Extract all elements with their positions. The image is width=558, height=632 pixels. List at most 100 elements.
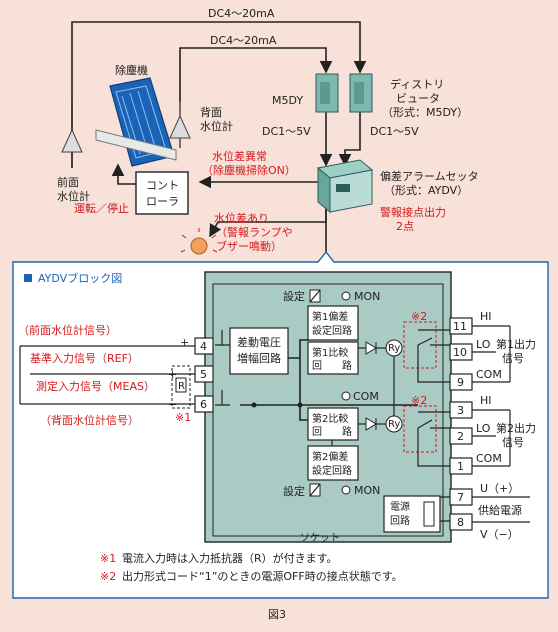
dc15-left-label: DC1～5V bbox=[262, 125, 311, 138]
relay1-label: Ry bbox=[388, 343, 400, 354]
terminal-3-label: 3 bbox=[457, 404, 464, 417]
back-gauge-label-1: 背面 bbox=[200, 105, 222, 119]
signal-line-mid bbox=[179, 47, 333, 102]
note1-mark: ※1 bbox=[100, 552, 116, 565]
controller-label-2: ローラ bbox=[146, 195, 179, 208]
out2-label-2: 信号 bbox=[502, 436, 524, 449]
input-wires bbox=[215, 330, 230, 406]
dev2-label-2: 設定回路 bbox=[312, 464, 352, 477]
back-gauge-illustration bbox=[169, 102, 191, 148]
distributor-label-1: ディストリ bbox=[390, 77, 444, 91]
cmp2-box bbox=[307, 407, 359, 441]
cmp2-label-2: 回 路 bbox=[312, 425, 352, 438]
setting1-label: 設定 bbox=[283, 289, 305, 303]
front-gauge-label-2: 水位計 bbox=[57, 189, 90, 203]
figure-caption: 図3 bbox=[268, 608, 286, 621]
out1-com: COM bbox=[476, 368, 502, 381]
run-stop-label: 運転／停止 bbox=[74, 201, 129, 215]
distributor-label-2: ビュータ bbox=[396, 92, 440, 105]
alarm-setter-unit bbox=[316, 159, 374, 214]
cmp1-label-2: 回 路 bbox=[312, 359, 352, 372]
contact-out-label-1: 警報接点出力 bbox=[380, 205, 446, 219]
minus-sign: − bbox=[168, 398, 177, 411]
dev1-label-1: 第1偏差 bbox=[312, 310, 348, 323]
output1-terminals: 11 10 9 bbox=[449, 317, 473, 391]
mon2-jack-icon bbox=[341, 485, 351, 495]
alarm-setter-label-1: 偏差アラームセッタ bbox=[380, 169, 479, 183]
signal-line-top bbox=[71, 21, 367, 168]
terminal-11-label: 11 bbox=[453, 320, 467, 333]
m5dy-unit-right bbox=[349, 73, 373, 113]
warning-lamp-icon bbox=[180, 228, 218, 255]
dev2-box bbox=[307, 445, 359, 481]
contact-out-label-2: 2点 bbox=[396, 220, 414, 233]
output2-terminals: 3 2 1 bbox=[449, 401, 473, 475]
note-mark2-contact2: ※2 bbox=[411, 394, 427, 407]
meas-signal-label: 測定入力信号（MEAS） bbox=[36, 379, 155, 393]
note1-text: 電流入力時は入力抵抗器（R）が付きます。 bbox=[122, 551, 338, 565]
terminal-10-label: 10 bbox=[453, 346, 467, 359]
out2-hi: HI bbox=[480, 394, 492, 407]
out2-lo: LO bbox=[476, 422, 491, 435]
terminal-7-label: 7 bbox=[457, 491, 464, 504]
terminal-4-label: 4 bbox=[200, 340, 207, 353]
title-square-icon bbox=[24, 274, 32, 282]
note-mark1: ※1 bbox=[175, 411, 191, 424]
contact2-switch bbox=[417, 411, 450, 467]
note-mark2-contact1: ※2 bbox=[411, 310, 427, 323]
dev2-label-1: 第2偏差 bbox=[312, 450, 348, 463]
signal-top-label: DC4～20mA bbox=[208, 7, 275, 20]
controller-label-1: コント bbox=[146, 179, 179, 192]
warn-label-1: 水位差あり bbox=[214, 211, 269, 225]
abnormal-label-1: 水位差異常 bbox=[212, 149, 267, 163]
power-label-1: 電源 bbox=[390, 500, 410, 513]
warn-label-2: （警報ランプや bbox=[216, 225, 293, 239]
terminal-2-label: 2 bbox=[457, 430, 464, 443]
distributor-label-3: （形式：M5DY） bbox=[382, 106, 468, 119]
dc15-line-right bbox=[338, 112, 361, 167]
mon2-label: MON bbox=[354, 484, 380, 497]
back-signal-label: （背面水位計信号） bbox=[40, 413, 139, 427]
contact2-frame bbox=[403, 405, 437, 453]
output1-wires bbox=[472, 325, 511, 383]
com-jack-icon bbox=[341, 391, 351, 401]
diff-amp-label-1: 差動電圧 bbox=[237, 335, 281, 349]
mon1-label: MON bbox=[354, 290, 380, 303]
contact1-switch bbox=[417, 329, 450, 383]
cmp2-label-1: 第2比較 bbox=[312, 412, 348, 425]
note2-text: 出力形式コード“1”のときの電源OFF時の接点状態です。 bbox=[122, 569, 403, 583]
resistor-label: R bbox=[178, 381, 185, 392]
diff-amp-box bbox=[229, 327, 289, 375]
input-signal-wires bbox=[19, 345, 195, 405]
cmp1-label-1: 第1比較 bbox=[312, 346, 348, 359]
out1-label-2: 信号 bbox=[502, 352, 524, 365]
signal-mid-label: DC4～20mA bbox=[210, 34, 277, 47]
alarm-setter-label-2: （形式：AYDV） bbox=[384, 184, 468, 197]
diff-amp-label-2: 増幅回路 bbox=[237, 352, 281, 365]
m5dy-label: M5DY bbox=[272, 94, 303, 107]
terminal-8-label: 8 bbox=[457, 516, 464, 529]
warn-label-3: ブザー鳴動） bbox=[216, 239, 282, 253]
ref-signal-label: 基準入力信号（REF） bbox=[30, 351, 139, 365]
input-terminals: 4 5 6 bbox=[194, 337, 214, 413]
controller-box bbox=[135, 171, 189, 215]
u-plus-label: U（+） bbox=[480, 482, 519, 495]
setting2-label: 設定 bbox=[283, 484, 305, 498]
m5dy-unit-left bbox=[315, 73, 339, 113]
resistor-icon bbox=[175, 377, 187, 393]
note2-mark: ※2 bbox=[100, 570, 116, 583]
power-wires bbox=[472, 496, 530, 523]
cmp1-box bbox=[307, 341, 359, 375]
out2-com: COM bbox=[476, 452, 502, 465]
dev1-label-2: 設定回路 bbox=[312, 324, 352, 337]
top-system: DC4～20mA DC4～20mA 除塵機 前面 水位計 背面 水位計 bbox=[57, 7, 479, 258]
out1-hi: HI bbox=[480, 310, 492, 323]
back-gauge-label-2: 水位計 bbox=[200, 119, 233, 133]
remover-label: 除塵機 bbox=[115, 63, 148, 77]
terminal-1-label: 1 bbox=[457, 460, 464, 473]
block-title: AYDVブロック図 bbox=[38, 271, 122, 285]
output2-wires bbox=[472, 409, 511, 467]
out1-lo: LO bbox=[476, 338, 491, 351]
amp-to-cmp-wire bbox=[288, 339, 308, 421]
